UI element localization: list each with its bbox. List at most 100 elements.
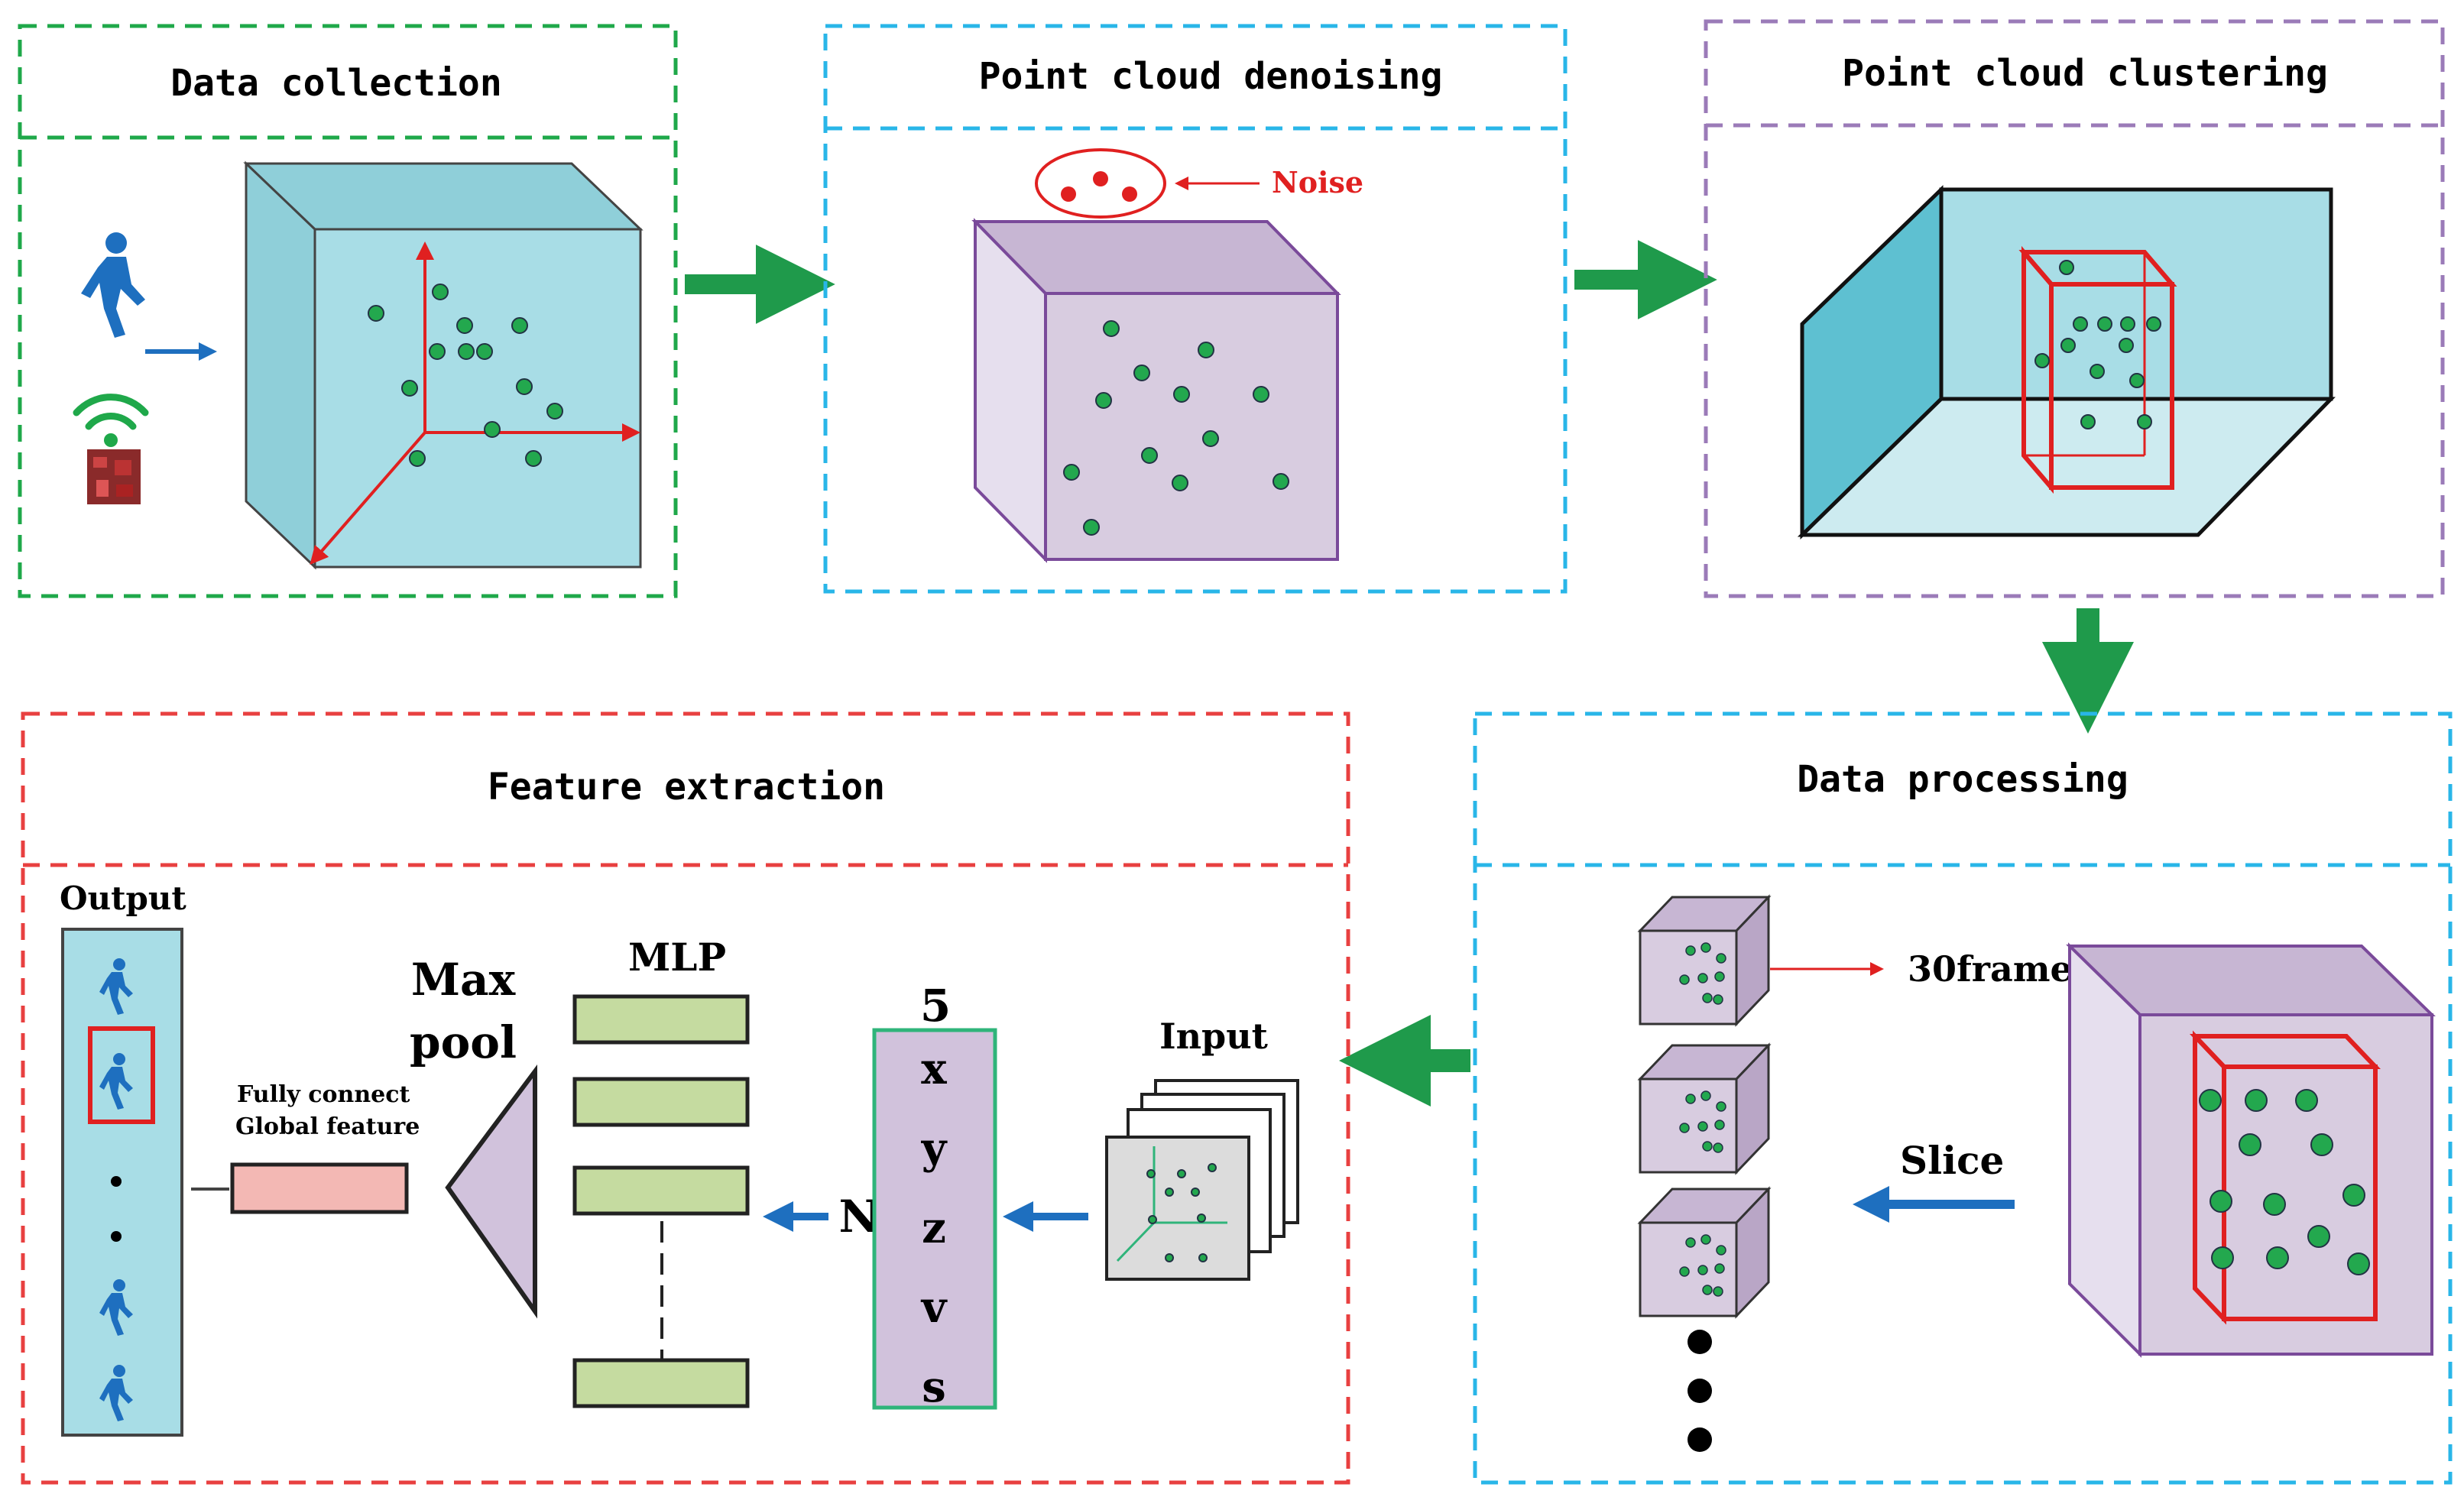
noise-point bbox=[1093, 171, 1108, 186]
data-point bbox=[2073, 316, 2088, 332]
noise-label: Noise bbox=[1272, 165, 1363, 199]
frame-cubes bbox=[1637, 894, 1772, 1319]
data-point bbox=[1198, 1253, 1208, 1262]
data-point bbox=[1697, 973, 1708, 983]
data-point bbox=[516, 378, 533, 395]
data-point bbox=[2137, 414, 2152, 429]
data-point bbox=[2307, 1225, 2330, 1248]
frame-volume-cube bbox=[2066, 942, 2436, 1358]
ellipsis-dot bbox=[1688, 1330, 1712, 1354]
data-point bbox=[1713, 1286, 1723, 1297]
data-point bbox=[1716, 1245, 1726, 1256]
volume-points bbox=[2199, 1089, 2370, 1275]
feature-extraction-title: Feature extraction bbox=[488, 766, 885, 808]
data-point bbox=[1197, 1214, 1206, 1223]
data-point bbox=[1095, 392, 1112, 409]
data-point bbox=[1148, 1215, 1157, 1224]
feature-matrix bbox=[872, 1028, 997, 1410]
data-point bbox=[1716, 953, 1726, 964]
collected-points bbox=[368, 284, 563, 467]
ellipsis-dot bbox=[111, 1231, 122, 1242]
data-point bbox=[1700, 942, 1711, 953]
data-point bbox=[1714, 1263, 1725, 1274]
data-point bbox=[2295, 1089, 2318, 1112]
data-point bbox=[525, 450, 542, 467]
global-feature-label: Global feature bbox=[235, 1113, 420, 1140]
global-feature-bar bbox=[230, 1162, 409, 1214]
data-point bbox=[1702, 1141, 1713, 1152]
data-point bbox=[1202, 430, 1219, 447]
feature-letter-v: v bbox=[920, 1282, 948, 1333]
data-point bbox=[1165, 1253, 1174, 1262]
frame-cube bbox=[1637, 1186, 1772, 1319]
data-point bbox=[1679, 1266, 1690, 1277]
data-point bbox=[1146, 1169, 1156, 1178]
data-point bbox=[1103, 320, 1120, 337]
processing-panel: Data processing 30frame Slice bbox=[1473, 711, 2453, 1485]
input-frame-stack bbox=[1105, 1079, 1299, 1281]
ellipsis-dot bbox=[1688, 1379, 1712, 1403]
data-point bbox=[1697, 1265, 1708, 1275]
data-point bbox=[432, 284, 449, 300]
data-point bbox=[2211, 1246, 2234, 1269]
data-point bbox=[2266, 1246, 2289, 1269]
output-icons bbox=[99, 958, 133, 1421]
output-selected-box bbox=[88, 1026, 155, 1124]
mlp-layer bbox=[572, 994, 750, 1045]
data-point bbox=[2034, 353, 2050, 368]
denoise-cube bbox=[971, 218, 1341, 563]
data-point bbox=[429, 343, 446, 360]
person-walking-icon bbox=[99, 1053, 133, 1110]
clustering-title: Point cloud clustering bbox=[1842, 52, 2328, 95]
data-point bbox=[546, 403, 563, 420]
person-walking-icon bbox=[99, 1279, 133, 1336]
room-box bbox=[1797, 185, 2336, 540]
data-collection-panel: Data collection bbox=[18, 24, 678, 598]
radar-board-icon bbox=[87, 449, 141, 504]
data-point bbox=[2199, 1089, 2222, 1112]
feature-letter-y: y bbox=[921, 1123, 948, 1174]
output-column bbox=[61, 928, 183, 1437]
pool-label: pool bbox=[410, 1016, 517, 1068]
fully-connect-label: Fully connect bbox=[237, 1081, 410, 1108]
data-point bbox=[1700, 1234, 1711, 1245]
frame-cube bbox=[1637, 1042, 1772, 1175]
data-point bbox=[2263, 1193, 2286, 1216]
data-point bbox=[476, 343, 493, 360]
denoising-title: Point cloud denoising bbox=[979, 55, 1443, 98]
data-point bbox=[1679, 1123, 1690, 1133]
feature-extraction-panel: Feature extraction Output Fully connect … bbox=[21, 711, 1350, 1485]
data-point bbox=[1177, 1169, 1186, 1178]
max-pool-triangle bbox=[445, 1064, 537, 1319]
processing-title: Data processing bbox=[1797, 758, 2128, 801]
feature-letter-z: z bbox=[922, 1203, 946, 1253]
data-point bbox=[1679, 974, 1690, 985]
frames-label: 30frame bbox=[1908, 948, 2073, 990]
data-point bbox=[2080, 414, 2096, 429]
noise-ellipse bbox=[1035, 148, 1166, 219]
data-point bbox=[2059, 260, 2074, 275]
data-point bbox=[2239, 1133, 2261, 1156]
data-point bbox=[2060, 338, 2076, 353]
data-point bbox=[2209, 1190, 2232, 1213]
data-point bbox=[1714, 971, 1725, 982]
data-collection-title: Data collection bbox=[170, 62, 501, 105]
data-point bbox=[1133, 365, 1150, 381]
data-point bbox=[2097, 316, 2112, 332]
data-point bbox=[1702, 1285, 1713, 1295]
data-point bbox=[1685, 945, 1696, 956]
data-point bbox=[1716, 1101, 1726, 1112]
noise-point bbox=[1122, 186, 1137, 202]
data-point bbox=[1697, 1121, 1708, 1132]
data-point bbox=[1165, 1188, 1174, 1197]
mlp-layer bbox=[572, 1165, 750, 1216]
data-point bbox=[2146, 316, 2161, 332]
clustered-points bbox=[2034, 260, 2161, 429]
dim-label: 5 bbox=[920, 980, 951, 1032]
denoising-panel: Point cloud denoising Noise bbox=[823, 24, 1568, 594]
frame-cube bbox=[1637, 894, 1772, 1027]
data-point bbox=[409, 450, 426, 467]
data-point bbox=[1173, 386, 1190, 403]
